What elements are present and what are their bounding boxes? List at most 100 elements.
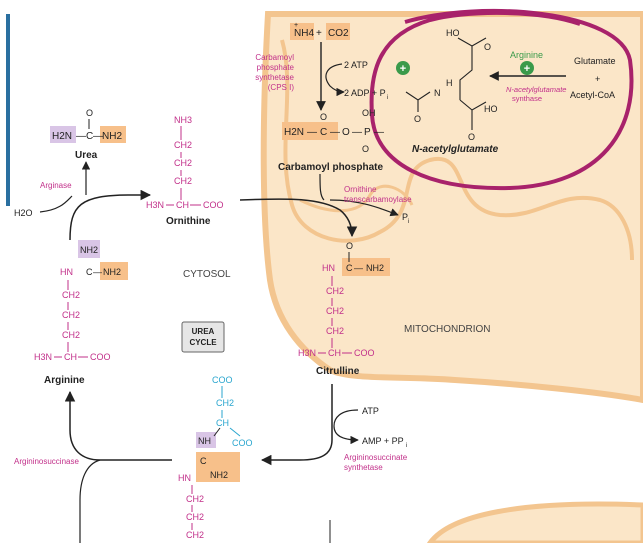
enzyme-cps-line2: phosphate xyxy=(257,63,295,72)
svg-text:O: O xyxy=(86,108,93,118)
svg-text:COO: COO xyxy=(90,352,111,362)
arginine-chain: CH2 CH2 CH2 CH H3N COO xyxy=(34,290,111,362)
svg-text:C: C xyxy=(346,263,353,273)
svg-text:O: O xyxy=(414,114,421,124)
argininosuccinate-nh-box xyxy=(196,432,216,448)
svg-text:CH: CH xyxy=(176,200,189,210)
svg-text:NH2: NH2 xyxy=(103,267,121,277)
citrulline-chain: CH2 CH2 CH2 CH H3N COO xyxy=(298,286,375,358)
svg-text:O: O xyxy=(362,144,369,154)
svg-text:CH2: CH2 xyxy=(326,286,344,296)
svg-text:CH: CH xyxy=(64,352,77,362)
svg-text:NH2: NH2 xyxy=(210,470,228,480)
svg-text:CH2: CH2 xyxy=(174,176,192,186)
pi-release-arrow xyxy=(329,199,399,217)
svg-text:NH: NH xyxy=(198,436,211,446)
activator-plus-icon xyxy=(396,61,410,75)
svg-text:—: — xyxy=(307,127,317,138)
activator-plus-icon-2 xyxy=(520,61,534,75)
mitochondrion-label: MITOCHONDRION xyxy=(404,324,490,335)
urea-name: Urea xyxy=(75,150,98,161)
svg-text:H2N: H2N xyxy=(52,131,72,142)
svg-text:CH: CH xyxy=(328,348,341,358)
co2-box xyxy=(326,23,350,40)
svg-text:CH: CH xyxy=(216,418,229,428)
otc-arrow xyxy=(239,198,358,238)
svg-text:i: i xyxy=(408,219,409,225)
svg-text:HO: HO xyxy=(484,104,498,114)
svg-text:i: i xyxy=(406,443,407,449)
svg-text:COO: COO xyxy=(354,348,375,358)
arginine-orange-box xyxy=(100,262,128,280)
svg-text:O: O xyxy=(320,112,327,122)
svg-text:—: — xyxy=(93,131,103,142)
svg-text:P: P xyxy=(402,212,408,222)
highlight-ellipse xyxy=(369,9,634,191)
glutamate-label: Glutamate xyxy=(574,56,616,66)
svg-text:N: N xyxy=(434,88,441,98)
svg-text:CH2: CH2 xyxy=(326,326,344,336)
svg-text:+: + xyxy=(400,63,406,75)
svg-text:NH3: NH3 xyxy=(174,115,192,125)
nh4-box xyxy=(290,23,314,40)
svg-text:H2N: H2N xyxy=(284,127,304,138)
svg-text:+: + xyxy=(524,63,530,75)
svg-text:+: + xyxy=(595,74,600,84)
svg-text:P: P xyxy=(364,127,371,138)
svg-text:HN: HN xyxy=(178,473,191,483)
svg-text:CH2: CH2 xyxy=(216,398,234,408)
arginase-arrow xyxy=(69,189,152,241)
svg-text:COO: COO xyxy=(212,375,233,385)
svg-text:CH2: CH2 xyxy=(186,494,204,504)
svg-text:ATP: ATP xyxy=(362,406,379,416)
mitochondrion-cristae-2 xyxy=(299,184,414,213)
two-adp: 2 ADP + P xyxy=(344,88,386,98)
svg-text:C: C xyxy=(86,267,93,277)
svg-text:NH2: NH2 xyxy=(366,263,384,273)
argininosuccinate-orange-box xyxy=(196,452,240,482)
cytosol-label: CYTOSOL xyxy=(183,269,231,280)
svg-text:—: — xyxy=(354,263,363,273)
svg-text:CH2: CH2 xyxy=(62,290,80,300)
svg-text:synthetase: synthetase xyxy=(344,463,383,472)
svg-text:HN: HN xyxy=(322,263,335,273)
svg-text:HO: HO xyxy=(446,28,460,38)
svg-text:—: — xyxy=(93,267,102,277)
svg-text:C: C xyxy=(86,131,93,142)
svg-text:CH2: CH2 xyxy=(62,330,80,340)
arginine-purple-box xyxy=(78,240,100,258)
water-label: H2O xyxy=(14,208,33,218)
urea-right-box xyxy=(100,126,126,143)
two-atp: 2 ATP xyxy=(344,60,368,70)
svg-text:CH2: CH2 xyxy=(186,530,204,540)
svg-text:+: + xyxy=(294,22,298,29)
svg-text:O: O xyxy=(342,127,350,138)
svg-text:—: — xyxy=(76,131,86,142)
enzyme-arginase: Arginase xyxy=(40,181,72,190)
svg-text:CH2: CH2 xyxy=(174,140,192,150)
svg-text:—: — xyxy=(330,127,340,138)
svg-text:OH: OH xyxy=(362,108,376,118)
carbamoyl-phosphate-name: Carbamoyl phosphate xyxy=(278,162,383,173)
svg-text:synthase: synthase xyxy=(512,94,542,103)
mitochondrion-outer-membrane xyxy=(260,11,643,404)
mitochondrion-cristae xyxy=(280,39,634,261)
nag-product-name: N-acetylglutamate xyxy=(412,144,499,155)
water-in-arrow xyxy=(39,195,73,213)
ass-arrow xyxy=(260,384,333,466)
svg-text:CH2: CH2 xyxy=(174,158,192,168)
ornithine-name: Ornithine xyxy=(166,216,211,227)
urea-cycle-badge xyxy=(181,321,225,353)
svg-text:NH2: NH2 xyxy=(80,245,98,255)
enzyme-cps-line1: Carbamoyl xyxy=(255,53,294,62)
atp-amp-arrow xyxy=(333,409,359,445)
svg-text:COO: COO xyxy=(232,438,253,448)
svg-text:—: — xyxy=(374,127,384,138)
svg-text:Ornithine: Ornithine xyxy=(344,185,377,194)
left-accent-bar xyxy=(6,14,10,206)
atp-side-arrow xyxy=(325,63,345,97)
svg-text:Argininosuccinate: Argininosuccinate xyxy=(344,453,408,462)
svg-text:C: C xyxy=(200,456,207,466)
enzyme-cps-line4: (CPS I) xyxy=(268,83,295,92)
